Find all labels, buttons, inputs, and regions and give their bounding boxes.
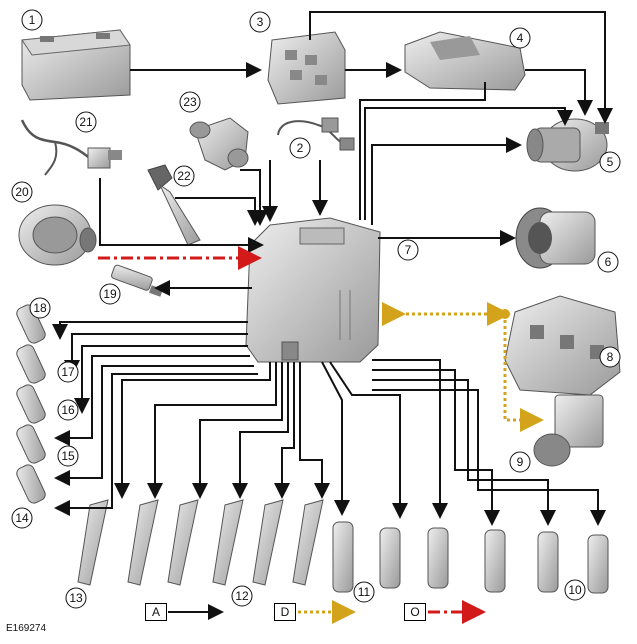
callout-4: 4 <box>509 27 531 49</box>
ac-compressor-component <box>515 207 596 269</box>
callout-14: 14 <box>11 507 33 529</box>
svg-text:17: 17 <box>61 365 75 379</box>
svg-text:9: 9 <box>517 455 524 469</box>
callout-12: 12 <box>231 585 253 607</box>
svg-text:16: 16 <box>61 403 75 417</box>
svg-text:1: 1 <box>29 13 36 27</box>
svg-text:7: 7 <box>405 243 412 257</box>
svg-text:2: 2 <box>297 141 304 155</box>
svg-text:21: 21 <box>79 115 93 129</box>
callout-22: 22 <box>173 165 195 187</box>
callout-15: 15 <box>57 445 79 467</box>
alternator-component <box>18 204 97 266</box>
starter-motor-component <box>526 118 609 172</box>
callout-16: 16 <box>57 399 79 421</box>
engine-control-module <box>245 217 381 363</box>
hardwired-connections <box>52 11 613 526</box>
ignition-coils <box>332 521 609 594</box>
junction-box-component <box>267 31 346 105</box>
svg-text:10: 10 <box>568 583 582 597</box>
callout-18: 18 <box>29 297 51 319</box>
valve-body-component <box>504 295 621 396</box>
svg-text:12: 12 <box>235 589 249 603</box>
figure-reference: E169274 <box>6 623 47 634</box>
svg-text:22: 22 <box>177 169 191 183</box>
fuse-box-component <box>404 31 526 91</box>
callout-23: 23 <box>179 91 201 113</box>
callout-10: 10 <box>564 579 586 601</box>
legend-label-o: O <box>404 603 426 621</box>
injectors-left <box>16 304 46 504</box>
legend-label-a: A <box>145 603 167 621</box>
callout-6: 6 <box>597 251 619 273</box>
legend-label-d: D <box>274 603 296 621</box>
svg-text:23: 23 <box>183 95 197 109</box>
callout-5: 5 <box>599 151 621 173</box>
accelerator-pedal-component <box>147 164 201 246</box>
svg-text:20: 20 <box>15 185 29 199</box>
callout-3: 3 <box>249 11 271 33</box>
callout-21: 21 <box>75 111 97 133</box>
callout-2: 2 <box>289 137 311 159</box>
battery-component <box>21 29 131 101</box>
callout-9: 9 <box>509 451 531 473</box>
svg-text:3: 3 <box>257 15 264 29</box>
can-junction-dot <box>500 309 510 319</box>
callout-8: 8 <box>599 346 621 368</box>
callout-7: 7 <box>397 239 419 261</box>
svg-text:11: 11 <box>358 585 371 599</box>
svg-text:18: 18 <box>33 301 47 315</box>
abs-module-component <box>533 394 604 467</box>
callout-1: 1 <box>21 9 43 31</box>
injectors-bottom <box>77 499 324 586</box>
svg-text:4: 4 <box>517 31 524 45</box>
sensor-component <box>277 117 355 151</box>
svg-text:6: 6 <box>605 255 612 269</box>
callout-13: 13 <box>65 587 87 609</box>
callout-17: 17 <box>57 361 79 383</box>
svg-text:15: 15 <box>61 449 75 463</box>
harness-sensor-component <box>20 119 122 176</box>
thermostat-component <box>189 117 249 171</box>
callout-19: 19 <box>99 283 121 305</box>
callout-11: 11 <box>353 581 375 603</box>
svg-text:19: 19 <box>103 287 117 301</box>
svg-text:13: 13 <box>69 591 83 605</box>
svg-text:5: 5 <box>607 155 614 169</box>
svg-text:14: 14 <box>15 511 29 525</box>
callout-20: 20 <box>11 181 33 203</box>
svg-text:8: 8 <box>607 350 614 364</box>
